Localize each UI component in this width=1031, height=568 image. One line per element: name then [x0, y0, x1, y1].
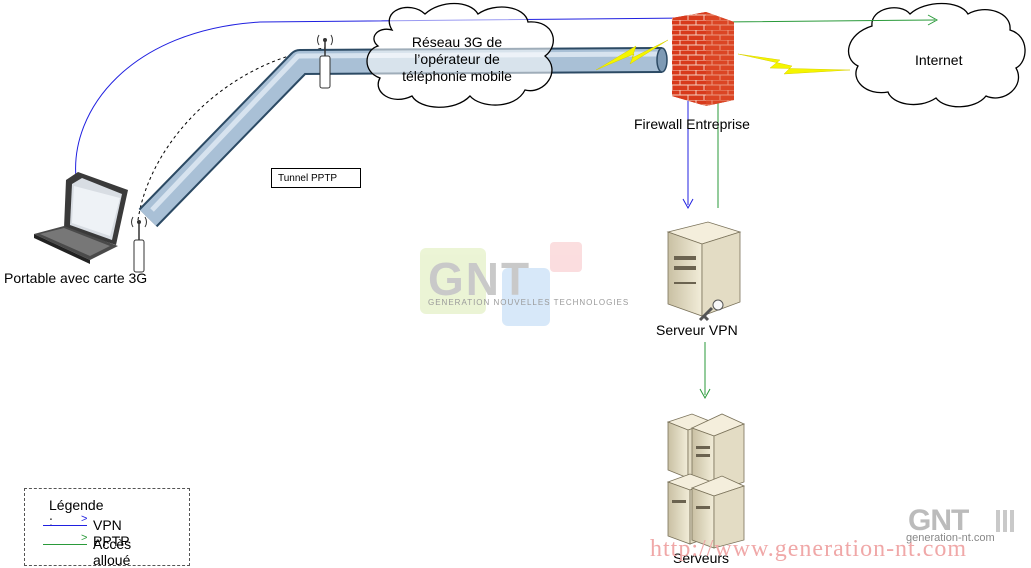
access-arrow-servers: [699, 388, 711, 400]
gnt-watermark-logo: [420, 242, 582, 326]
legend-title: Légende :: [49, 497, 104, 529]
watermark-url: http://www.generation-nt.com: [650, 536, 968, 562]
legend-access-line: [43, 544, 87, 545]
servers-label: Serveurs: [673, 550, 730, 566]
legend-access-label: Accès alloué: [93, 536, 132, 568]
servers-icon: [666, 413, 746, 549]
firewall-icon: [672, 12, 734, 106]
legend-access-arrow: >: [81, 532, 88, 544]
lightning-firewall-internet: [737, 53, 851, 75]
cloud-3g-line-3: téléphonie mobile: [402, 68, 512, 84]
access-arrow-internet: [927, 14, 939, 26]
internet-label: Internet: [915, 52, 963, 68]
tunnel-pptp-label: Tunnel PPTP: [271, 168, 361, 188]
vpn-pptp-path: [75, 17, 689, 205]
cloud-3g-line-1: Réseau 3G de: [411, 34, 503, 50]
cloud-3g: [366, 2, 554, 108]
cloud-3g-line-2: l’opérateur de: [414, 51, 500, 67]
vpn-server-label: Serveur VPN: [656, 322, 738, 338]
gnt-corner-text: GNT: [908, 504, 969, 537]
gnt-watermark-text: GNT: [428, 253, 532, 305]
cloud-3g-label: Réseau 3G de l’opérateur de téléphonie m…: [382, 34, 532, 85]
laptop-icon: [34, 172, 128, 264]
cloud-internet: [848, 2, 1026, 108]
vpn-server-icon: [666, 221, 742, 322]
wireless-dashed-link: [137, 47, 326, 221]
gnt-corner-logo: [996, 510, 1014, 532]
laptop-label: Portable avec carte 3G: [4, 270, 148, 286]
firewall-label: Firewall Entreprise: [634, 116, 750, 132]
legend: Légende : > VPN PPTP > Accès alloué: [24, 488, 190, 568]
gnt-corner-subtitle: generation-nt.com: [906, 532, 995, 544]
legend-vpn-label: VPN PPTP: [93, 517, 130, 549]
laptop-antenna-icon: [131, 216, 147, 273]
antenna-icon: [317, 34, 333, 89]
legend-vpn-arrow: >: [81, 513, 88, 525]
lightning-3g-firewall: [595, 39, 669, 71]
gnt-watermark-tagline: GENERATION NOUVELLES TECHNOLOGIES: [428, 298, 630, 307]
legend-vpn-line: [43, 525, 87, 526]
vpn-arrow-head: [682, 198, 694, 210]
